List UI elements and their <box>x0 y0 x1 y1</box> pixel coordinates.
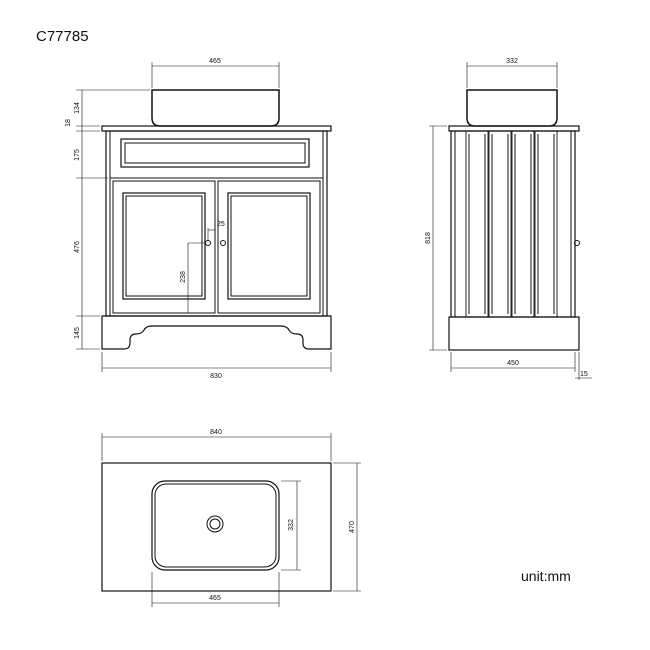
top-basin-outer <box>151 480 280 571</box>
front-plinth <box>101 315 332 350</box>
front-basin <box>151 89 280 127</box>
front-right-knob <box>220 240 226 246</box>
unit-label: unit:mm <box>521 568 571 584</box>
dim-front-top-thickness: 18 <box>65 119 72 127</box>
dim-front-plinth-height: 145 <box>74 327 81 339</box>
side-plinth <box>448 316 580 351</box>
top-view <box>101 433 361 607</box>
dim-front-knob-height: 238 <box>180 271 187 283</box>
side-view <box>429 62 592 380</box>
top-countertop <box>101 462 332 592</box>
dimension-labels: 465 134 18 175 476 145 830 25 238 332 81… <box>65 58 588 602</box>
dim-front-basin-height: 134 <box>74 102 81 114</box>
dim-front-door-height: 476 <box>74 241 81 253</box>
top-drain-outer <box>206 515 224 533</box>
front-right-door <box>217 180 321 314</box>
dim-side-total-height: 818 <box>425 232 432 244</box>
front-left-door <box>112 180 216 314</box>
front-left-knob <box>205 240 211 246</box>
dim-top-depth: 470 <box>349 521 356 533</box>
side-cabinet-body <box>450 130 576 318</box>
dim-front-drawer-height: 175 <box>74 149 81 161</box>
dim-top-width: 840 <box>210 429 222 436</box>
product-code: C77785 <box>36 28 89 45</box>
side-knob <box>574 240 580 246</box>
dim-front-basin-width: 465 <box>209 58 221 65</box>
dim-side-cabinet-depth: 450 <box>507 360 519 367</box>
front-drawer <box>120 138 310 168</box>
side-basin <box>466 89 558 127</box>
dim-top-basin-depth: 332 <box>288 519 295 531</box>
top-basin-inner <box>154 483 277 568</box>
front-view <box>76 62 332 372</box>
dim-side-knob-projection: 15 <box>580 371 588 378</box>
dim-front-cabinet-width: 830 <box>210 373 222 380</box>
side-panels <box>465 130 558 318</box>
top-drain-inner <box>209 518 221 530</box>
dim-top-basin-width: 465 <box>209 595 221 602</box>
dim-front-knob-offset: 25 <box>217 221 225 228</box>
dim-side-basin-depth: 332 <box>506 58 518 65</box>
